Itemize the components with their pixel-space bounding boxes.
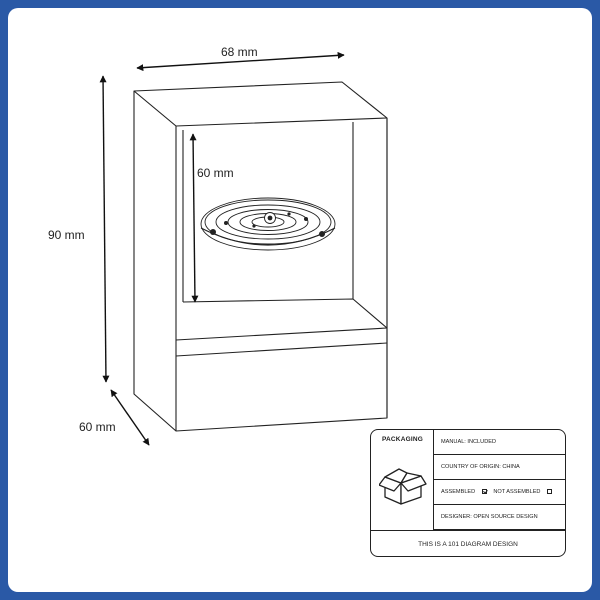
- manual-row: MANUAL: INCLUDED: [434, 430, 565, 455]
- packaging-rows: MANUAL: INCLUDED COUNTRY OF ORIGIN: CHIN…: [434, 430, 565, 530]
- not-assembled-label: NOT ASSEMBLED: [493, 489, 541, 495]
- assembled-label: ASSEMBLED: [441, 489, 476, 495]
- width-arrow: [136, 51, 345, 72]
- solar-system-disc-icon: [200, 197, 336, 251]
- box-outline: [133, 81, 388, 432]
- inner-height-label: 60 mm: [197, 166, 234, 180]
- packaging-footer: THIS IS A 101 DIAGRAM DESIGN: [371, 530, 565, 556]
- packaging-info-panel: PACKAGING MANUAL: INCLUDED COUNTRY OF OR…: [370, 429, 566, 557]
- height-label: 90 mm: [48, 228, 85, 242]
- depth-arrow: [110, 389, 150, 446]
- packaging-heading: PACKAGING: [381, 436, 424, 443]
- assembled-checkbox[interactable]: [481, 489, 487, 494]
- depth-label: 60 mm: [79, 420, 116, 434]
- inner-height-arrow: [189, 133, 199, 303]
- cardboard-box-icon: [379, 468, 427, 505]
- origin-row: COUNTRY OF ORIGIN: CHINA: [434, 455, 565, 480]
- width-label: 68 mm: [221, 45, 258, 59]
- height-arrow: [99, 75, 110, 383]
- packaging-left-cell: PACKAGING: [371, 430, 434, 530]
- dimension-arrows: [99, 51, 345, 446]
- assembly-row: ASSEMBLED NOT ASSEMBLED: [434, 480, 565, 505]
- not-assembled-checkbox[interactable]: [547, 489, 553, 494]
- designer-row: DESIGNER: OPEN SOURCE DESIGN: [434, 505, 565, 530]
